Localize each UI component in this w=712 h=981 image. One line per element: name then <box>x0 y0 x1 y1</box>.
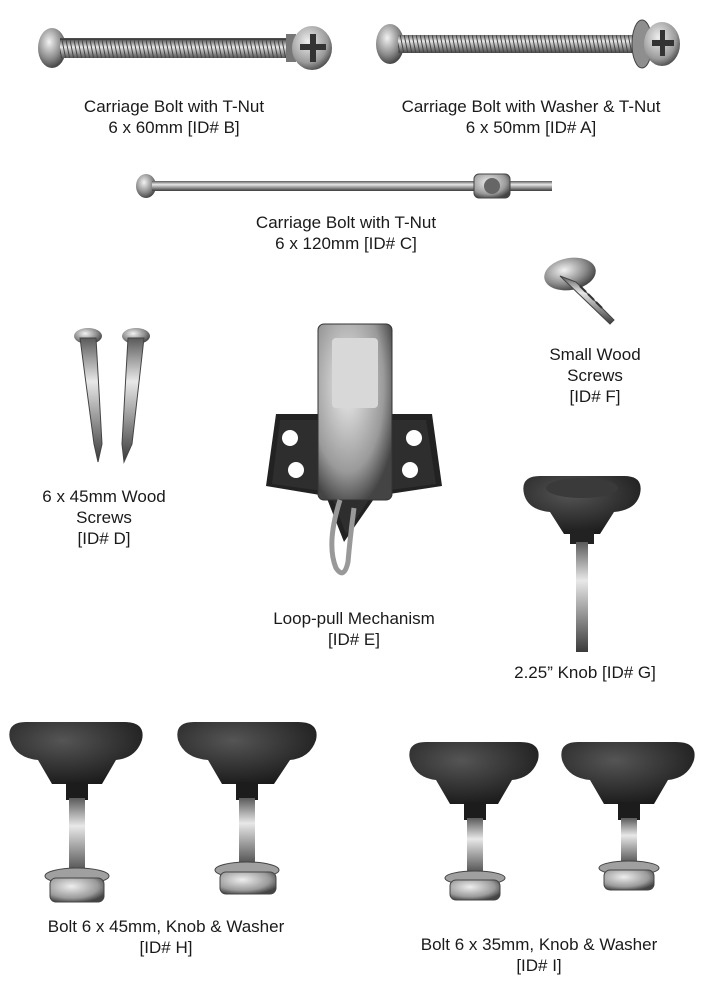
caption-part-g: 2.25” Knob [ID# G] <box>514 663 656 682</box>
small-wood-screw-f-image <box>544 257 615 325</box>
loop-pull-mechanism-e-image <box>266 323 442 576</box>
knob-bolt-i-image <box>409 742 695 901</box>
caption-part-i: Bolt 6 x 35mm, Knob & Washer [ID# I] <box>420 935 658 975</box>
caption-part-b: Carriage Bolt with T-Nut 6 x 60mm [ID# B… <box>83 97 265 137</box>
caption-part-d: 6 x 45mm Wood Screws [ID# D] <box>42 487 166 548</box>
carriage-bolt-b-image <box>38 26 332 70</box>
carriage-bolt-a-image <box>376 19 680 69</box>
caption-part-a: Carriage Bolt with Washer & T-Nut 6 x 50… <box>401 97 661 137</box>
knob-bolt-h-image <box>9 722 317 903</box>
caption-part-h: Bolt 6 x 45mm, Knob & Washer [ID# H] <box>47 917 285 957</box>
carriage-bolt-c-image <box>136 173 552 199</box>
caption-part-f: Small Wood Screws [ID# F] <box>549 345 641 406</box>
wood-screws-d-image <box>74 328 150 464</box>
caption-part-c: Carriage Bolt with T-Nut 6 x 120mm [ID# … <box>255 213 437 253</box>
caption-part-e: Loop-pull Mechanism [ID# E] <box>273 609 435 649</box>
knob-g-image <box>523 476 641 652</box>
